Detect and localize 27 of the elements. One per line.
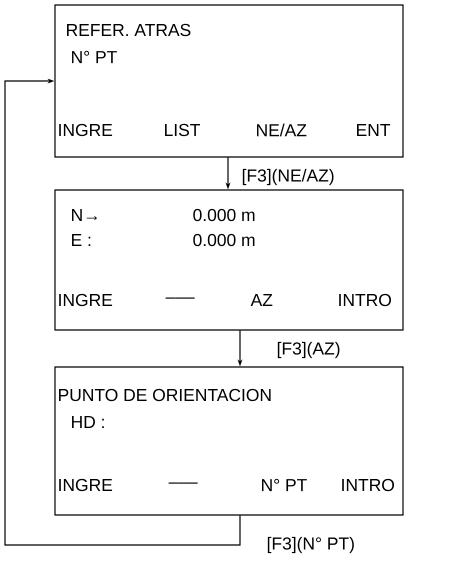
softkey-label: INGRE <box>59 294 112 306</box>
softkey-label: INGRE <box>59 478 112 492</box>
softkey-label: ––– <box>166 298 195 299</box>
softkey-label: N° PT <box>262 478 307 492</box>
field-label: N° PT <box>72 50 117 64</box>
edge-label: [F3](N° PT) <box>266 536 356 554</box>
display-screen <box>54 189 404 331</box>
softkey-label: ––– <box>168 482 198 484</box>
softkey-label: AZ <box>250 294 272 306</box>
softkey-label: INGRE <box>59 124 112 136</box>
title-text: PUNTO DE ORIENTACION <box>59 388 271 402</box>
field-label: N→ <box>72 209 98 221</box>
softkey-label: ENT <box>357 124 390 136</box>
edge-label: [F3](NE/AZ) <box>240 168 336 186</box>
value-text: 0.000 m <box>193 234 254 246</box>
softkey-label: LIST <box>165 124 200 136</box>
field-label: E : <box>72 234 90 246</box>
softkey-label: INTRO <box>342 478 394 492</box>
softkey-label: INTRO <box>339 294 391 306</box>
value-text: 0.000 m <box>193 208 254 222</box>
title-text: REFER. ATRAS <box>67 24 190 36</box>
softkey-label: NE/AZ <box>257 124 306 136</box>
display-screen <box>54 4 404 158</box>
arrow <box>4 78 241 546</box>
edge-label: [F3](AZ) <box>276 340 342 360</box>
field-label: HD : <box>72 416 104 428</box>
display-screen <box>54 366 404 516</box>
